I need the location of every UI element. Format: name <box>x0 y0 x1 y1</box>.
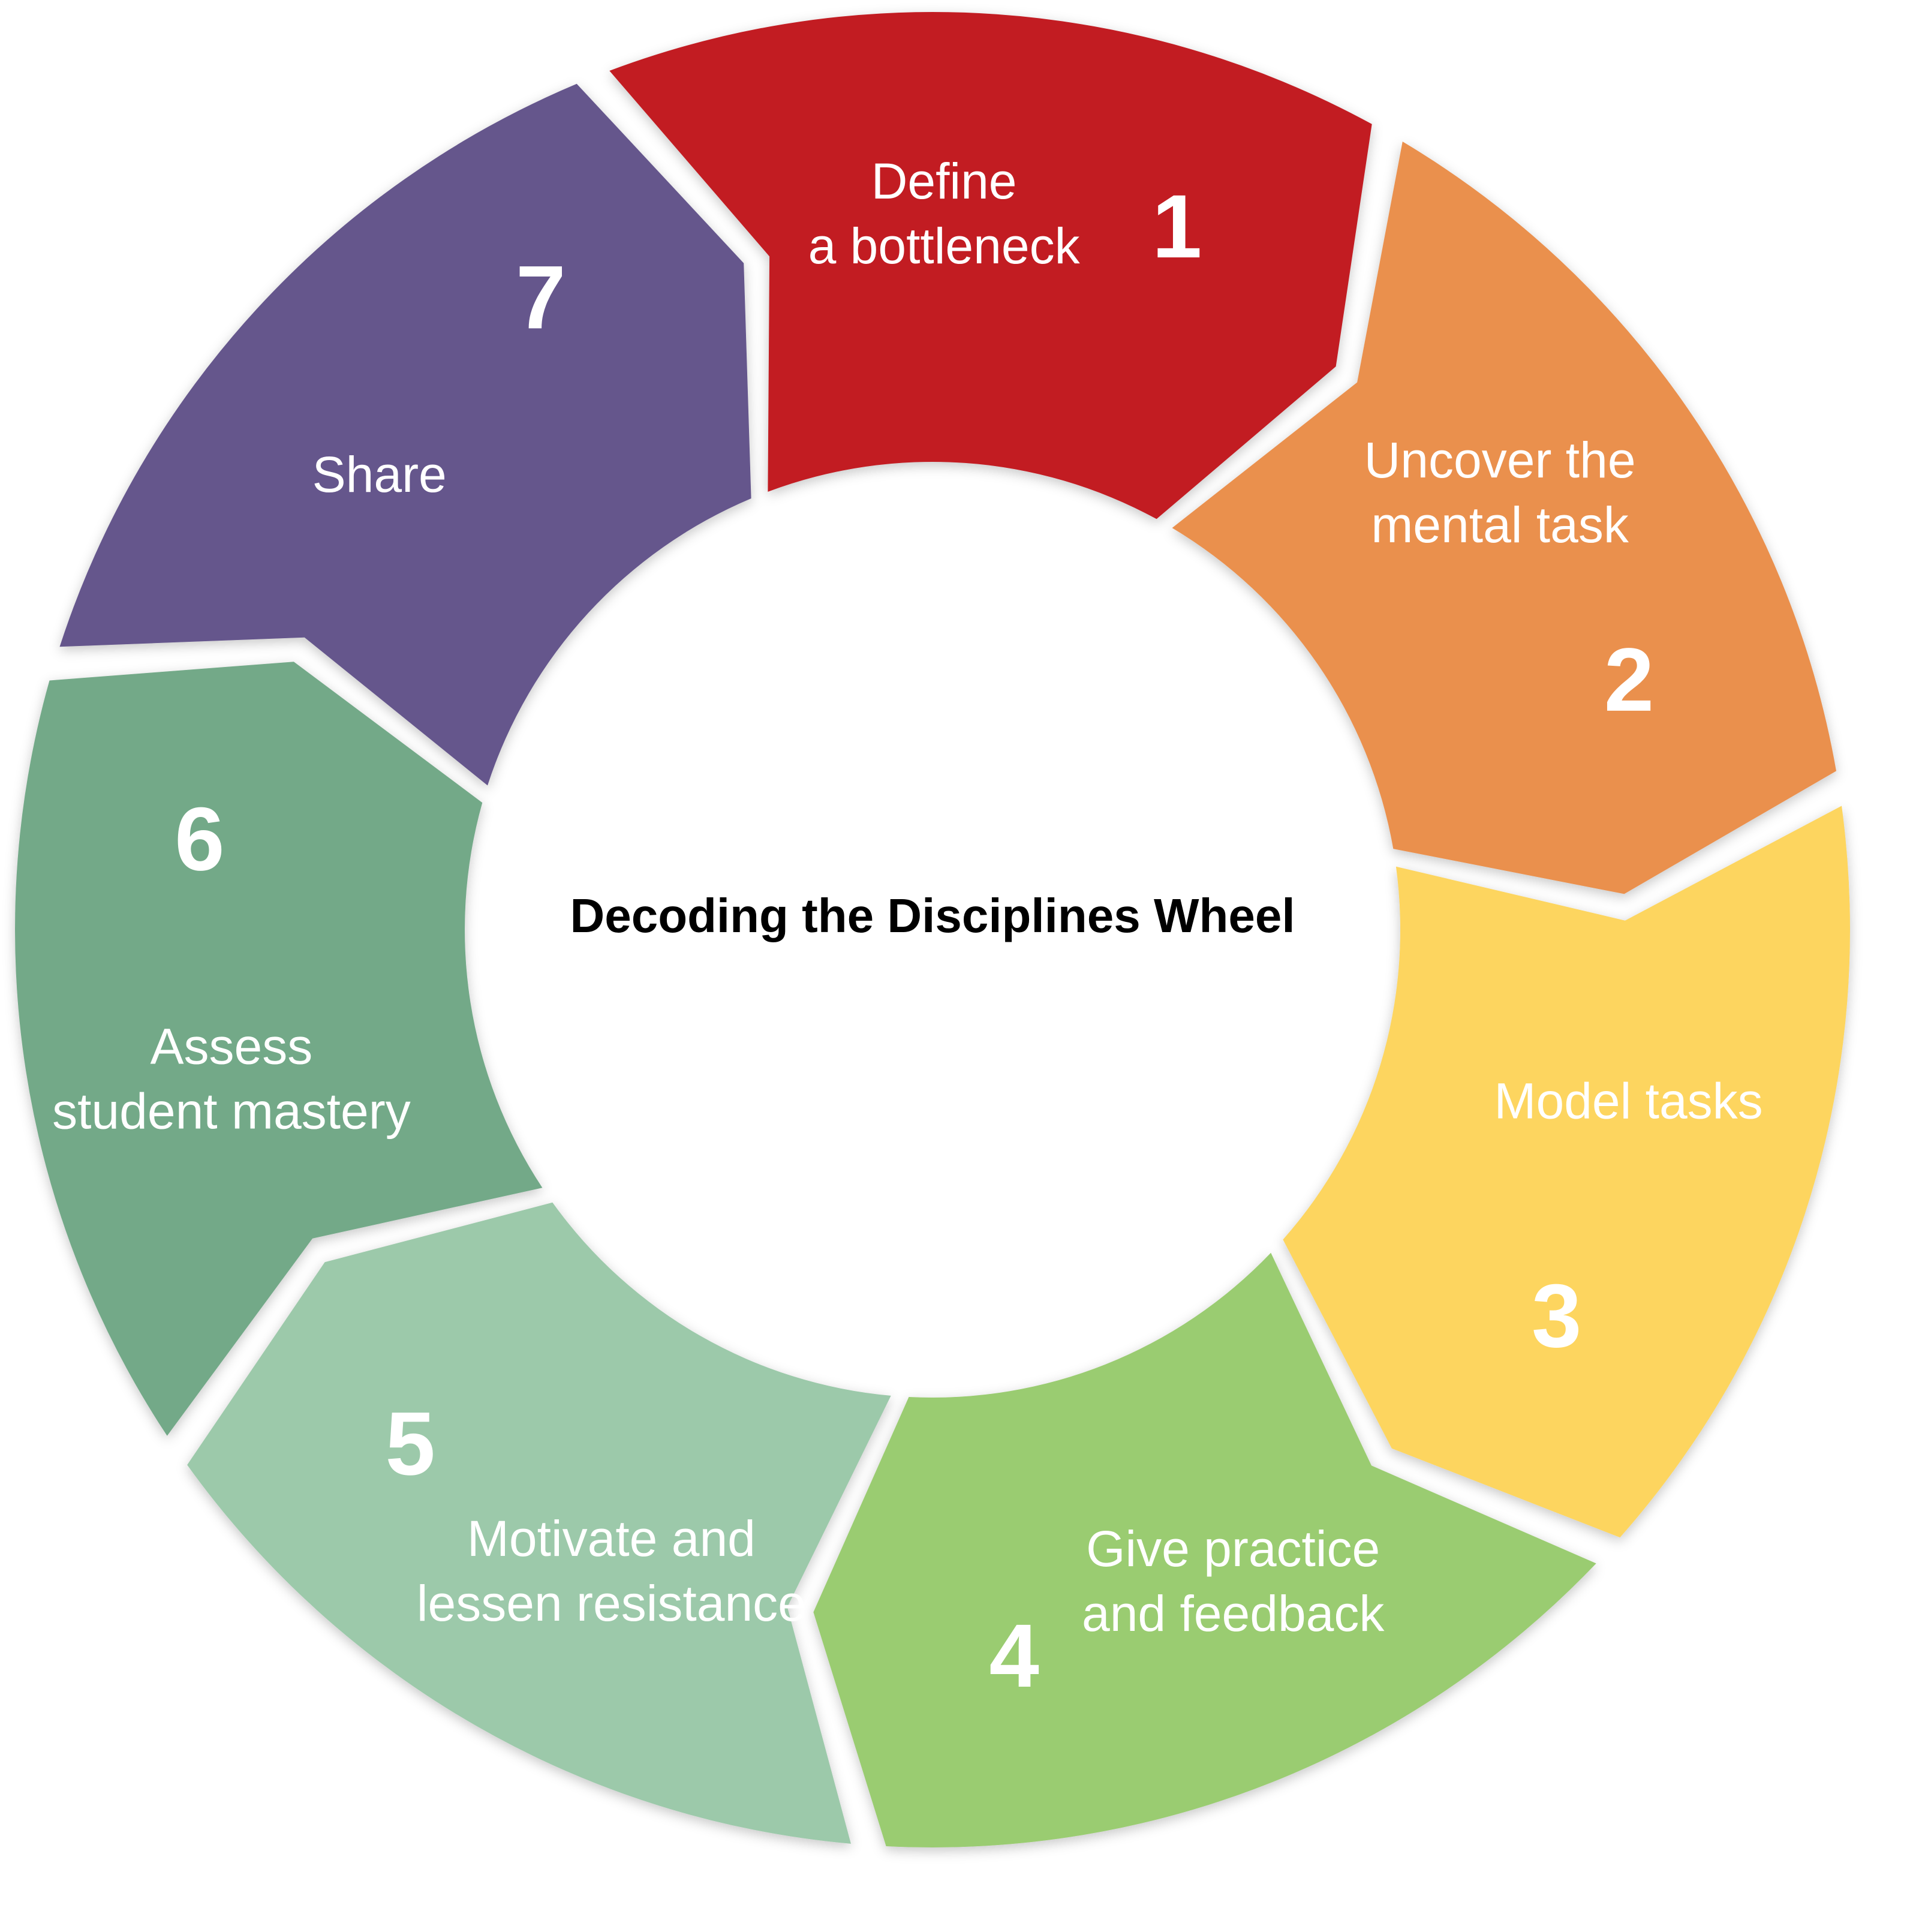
step-label-5: Motivate and lessen resistance <box>417 1510 806 1631</box>
wheel-title: Decoding the Disciplines Wheel <box>570 889 1295 942</box>
step-number-5: 5 <box>385 1393 435 1494</box>
wheel-segment-2 <box>1172 142 1836 894</box>
wheel-segment-5 <box>187 1202 891 1844</box>
wheel-labels: 1 Define a bottleneck 2 Uncover the mental ta… <box>52 153 1763 1706</box>
step-label-line: Share <box>312 446 447 503</box>
step-label-line: mental task <box>1371 497 1629 553</box>
step-label-line: Give practice <box>1086 1521 1380 1577</box>
wheel-segment-4 <box>813 1252 1596 1847</box>
step-label-line: lessen resistance <box>417 1575 806 1631</box>
step-number-3: 3 <box>1532 1265 1581 1366</box>
step-label-line: student mastery <box>52 1083 411 1139</box>
step-label-line: Model tasks <box>1494 1073 1763 1129</box>
step-label-line: and feedback <box>1082 1585 1385 1642</box>
step-label-line: Define <box>871 153 1017 209</box>
wheel-segment-3 <box>1283 806 1850 1538</box>
step-number-1: 1 <box>1152 176 1202 277</box>
step-label-3: Model tasks <box>1494 1073 1763 1129</box>
step-label-2: Uncover the mental task <box>1364 432 1636 553</box>
step-label-6: Assess student mastery <box>52 1018 411 1139</box>
step-label-line: a bottleneck <box>808 218 1081 274</box>
wheel-segment-1 <box>609 12 1372 519</box>
step-label-1: Define a bottleneck <box>808 153 1081 274</box>
step-label-line: Assess <box>151 1018 313 1074</box>
step-label-7: Share <box>312 446 447 503</box>
step-label-line: Uncover the <box>1364 432 1636 488</box>
step-label-4: Give practice and feedback <box>1082 1521 1385 1642</box>
step-number-2: 2 <box>1604 629 1654 730</box>
step-number-7: 7 <box>516 247 566 347</box>
wheel-segments <box>14 12 1850 1847</box>
step-label-line: Motivate and <box>467 1510 756 1567</box>
step-number-6: 6 <box>175 788 224 889</box>
wheel-segment-6 <box>14 662 543 1436</box>
step-number-4: 4 <box>989 1605 1039 1706</box>
wheel-segment-7 <box>59 83 751 786</box>
